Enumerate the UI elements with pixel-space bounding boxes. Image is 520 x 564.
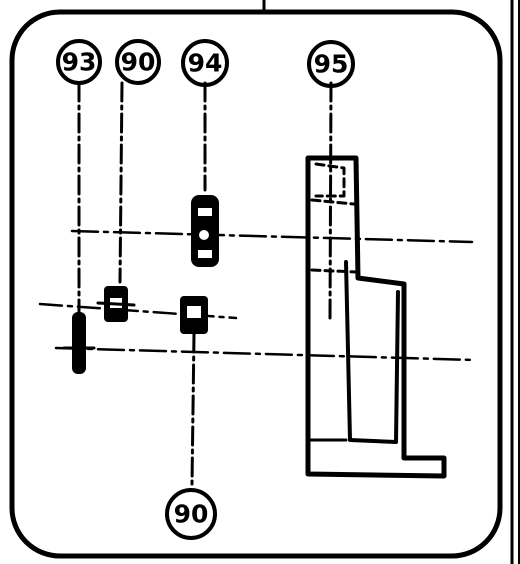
part-95-plate — [305, 81, 447, 479]
diagram-frame — [9, 9, 503, 559]
callout-90-top-label: 90 — [121, 48, 156, 77]
callout-94: 94 — [181, 39, 229, 87]
callout-90-bottom-label: 90 — [174, 500, 209, 529]
center-line-lower — [54, 346, 476, 362]
callout-90-top: 90 — [115, 39, 161, 85]
callout-90-bottom: 90 — [165, 488, 217, 540]
part-90-clip-upper — [96, 81, 136, 322]
part-94-bracket — [191, 81, 219, 267]
part-90-clip-lower — [180, 296, 208, 486]
right-border — [510, 0, 520, 564]
callout-94-label: 94 — [188, 49, 223, 78]
callout-95-label: 95 — [314, 50, 349, 79]
part-93-pin — [62, 81, 96, 374]
center-line-upper — [70, 229, 474, 244]
callout-95: 95 — [307, 40, 355, 88]
callout-93: 93 — [56, 39, 102, 85]
callout-93-label: 93 — [62, 48, 97, 77]
